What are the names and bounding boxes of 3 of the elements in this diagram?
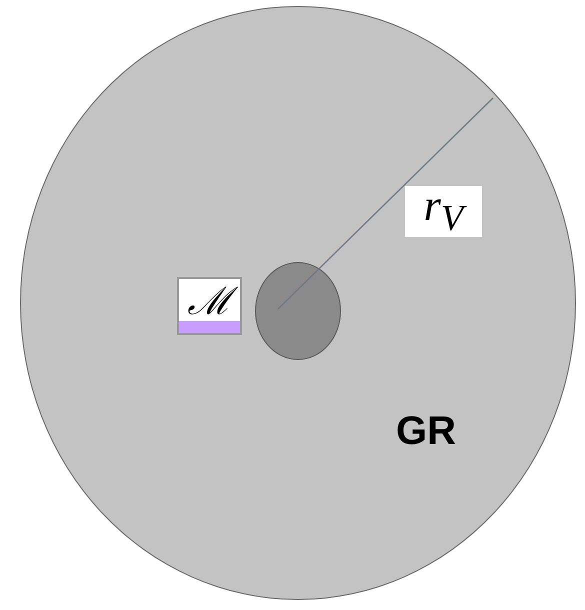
mass-symbol: ℳ <box>177 277 242 335</box>
region-label: GR <box>396 409 456 454</box>
radius-label: r$_{V}$ <box>405 186 482 237</box>
